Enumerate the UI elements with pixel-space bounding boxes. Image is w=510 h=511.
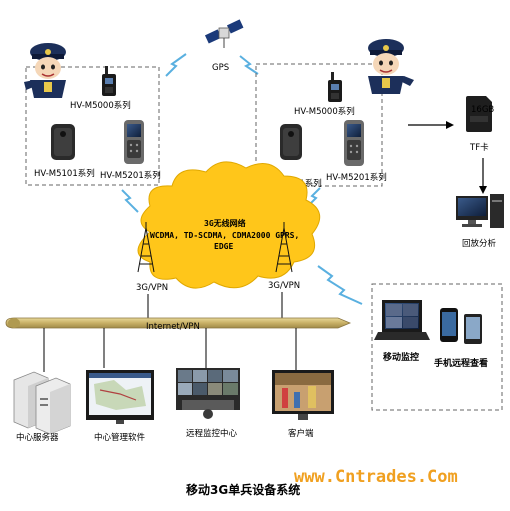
police-mascot-icon [24,43,66,98]
vpn-left-label: 3G/VPN [136,283,168,293]
internet-backbone [5,317,352,329]
mobile-group [371,283,503,411]
center-software-label: 中心管理软件 [94,432,146,443]
right-device-group [255,63,383,187]
antenna-tower-icon [275,222,293,273]
backbone-label: Internet/VPN [146,322,200,332]
left-device-group [25,66,160,186]
center-server-label: 中心服务器 [16,432,59,443]
cloud-line2: WCDMA, TD-SCDMA, CDMA2000 GPRS, [150,231,299,240]
left-m5000-label: HV-M5000系列 [70,100,131,111]
gps-label: GPS [212,63,229,73]
wireless-wave-gps-right [239,55,259,75]
workstation-icon [456,194,504,228]
body-camera-icon [51,124,75,160]
smartphone-icon [440,308,458,342]
vpn-right-label: 3G/VPN [268,281,300,291]
tf-card-icon: 16GB [466,96,494,132]
playback-label: 回放分析 [462,238,497,249]
left-m5101-label: HV-M5101系列 [34,168,95,179]
monitor-icon [272,370,334,420]
diagram-title: 移动3G单兵设备系统 [186,482,300,497]
walkie-talkie-icon [328,72,342,102]
remote-center-label: 远程监控中心 [186,428,238,439]
cloud-title: 3G无线网络 [204,218,246,228]
body-camera-icon [280,124,302,160]
wireless-wave-left-group [121,189,139,213]
tf-card-label: TF卡 [469,142,489,153]
wireless-wave-mobile [317,265,363,305]
phone-view-label: 手机远程查看 [434,357,488,369]
police-mascot-icon [368,39,414,94]
wireless-network-cloud [137,161,321,289]
mobile-monitor-label: 移动监控 [383,351,419,363]
antenna-tower-icon [137,222,155,273]
right-m5201-label: HV-M5201系列 [326,172,387,183]
client-label: 客户端 [288,428,314,439]
handheld-terminal-icon [344,120,364,166]
arrow-head-playback [479,186,487,194]
arrow-head-tf [446,121,454,129]
wireless-wave-gps-left [165,53,187,77]
right-m5000-label: HV-M5000系列 [294,106,355,117]
laptop-icon [374,300,430,340]
smartphone-icon [464,314,482,344]
gps-satellite-icon [204,19,244,48]
left-m5201-label: HV-M5201系列 [100,170,161,181]
watermark: www.Cntrades.Com [294,467,458,487]
video-wall-icon [176,368,240,419]
cloud-line3: EDGE [214,242,233,251]
handheld-terminal-icon [124,120,144,164]
walkie-talkie-icon [102,66,116,96]
monitor-icon [86,370,154,424]
server-icon [13,371,71,435]
svg-text:16GB: 16GB [471,105,494,115]
